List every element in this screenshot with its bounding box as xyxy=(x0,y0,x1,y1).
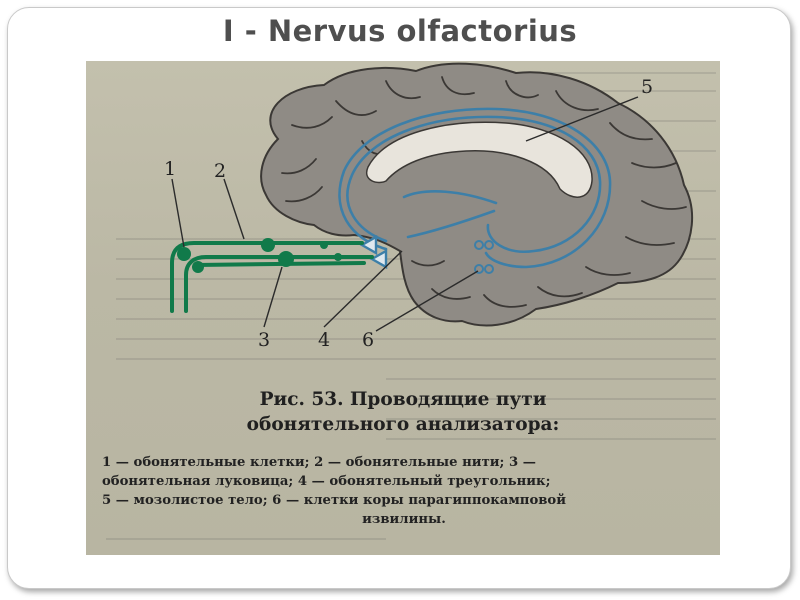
corpus-callosum xyxy=(365,121,593,198)
caption-title-line-1: Рис. 53. Проводящие пути xyxy=(259,389,547,410)
callout-leaders xyxy=(171,96,639,332)
figure-legend: 1 — обонятельные клетки; 2 — обонятельны… xyxy=(102,453,706,529)
caption-title-line-2: обонятельного анализатора: xyxy=(246,414,560,435)
legend-line-1: 1 — обонятельные клетки; 2 — обонятельны… xyxy=(102,455,536,470)
olfactory-pathway-diagram: 1 2 3 4 5 6 xyxy=(106,62,716,540)
legend-line-4: извилины. xyxy=(362,512,446,527)
brain-sulci xyxy=(281,76,687,308)
callout-4: 4 xyxy=(318,329,330,351)
slide-title: I - Nervus olfactorius xyxy=(222,14,578,48)
parahippocampal-cells xyxy=(474,240,494,274)
callout-1: 1 xyxy=(164,158,176,180)
olfactory-triangle xyxy=(359,234,388,270)
callout-2: 2 xyxy=(214,160,226,182)
textbook-photo: 1 2 3 4 5 6 Рис. 53. Проводящие пути обо… xyxy=(86,61,720,555)
callout-6: 6 xyxy=(362,329,374,351)
callout-5: 5 xyxy=(641,76,653,98)
callout-3: 3 xyxy=(258,329,270,351)
olfactory-cortical-pathway xyxy=(338,107,612,269)
legend-line-2: обонятельная луковица; 4 — обонятельный … xyxy=(102,474,551,489)
olfactory-bulb-nodes xyxy=(177,238,342,273)
figure-caption-title: Рис. 53. Проводящие пути обонятельного а… xyxy=(86,387,720,437)
brain-hemisphere xyxy=(260,62,694,327)
legend-line-3: 5 — мозолистое тело; 6 — клетки коры пар… xyxy=(102,493,566,508)
